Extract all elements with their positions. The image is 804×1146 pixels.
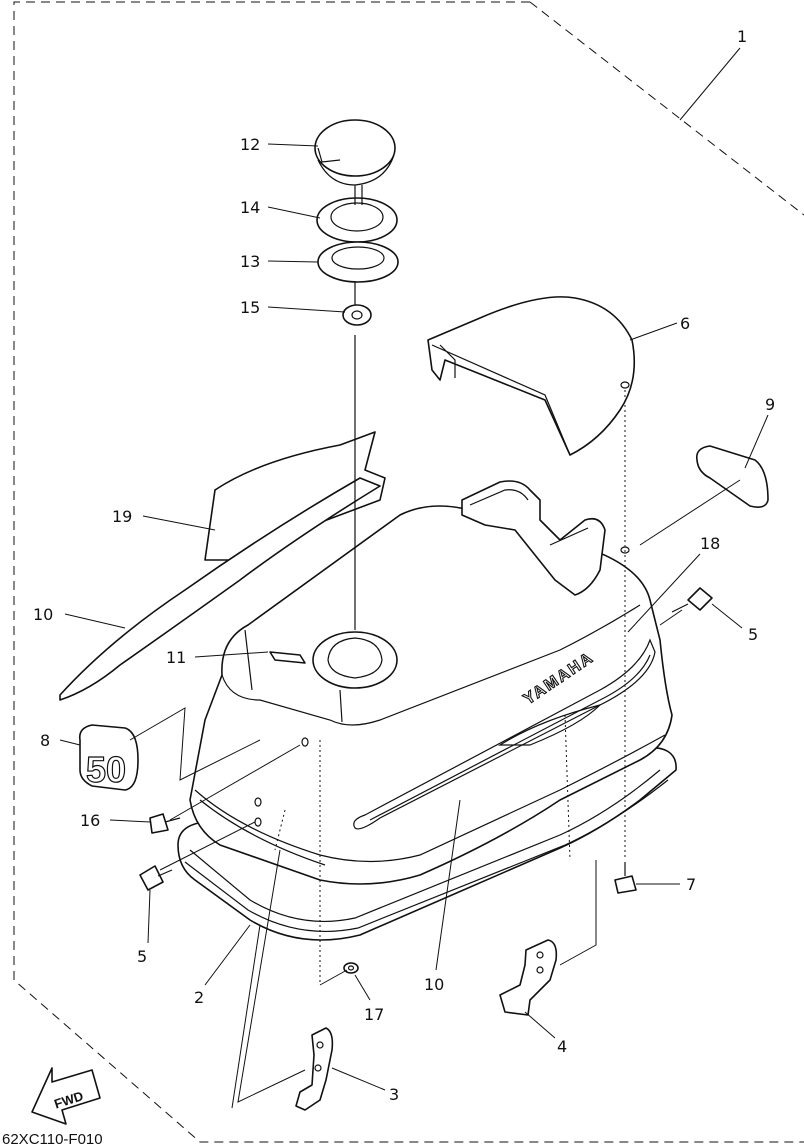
part-16-screw — [149, 813, 181, 834]
rear-intake — [461, 480, 606, 596]
callout-label: 3 — [389, 1085, 399, 1104]
callout-label: 13 — [240, 252, 260, 271]
callout-label: 7 — [686, 875, 696, 894]
callout-label: 12 — [240, 135, 260, 154]
leader-9 — [744, 414, 769, 469]
callout-label: 5 — [748, 625, 758, 644]
leader-15 — [267, 306, 346, 313]
part-5-screw-right — [671, 587, 713, 613]
callout-label: 17 — [364, 1005, 384, 1024]
part-14-cap-ring — [316, 185, 398, 243]
relation-line — [231, 924, 261, 1109]
part-7-bolt — [614, 862, 637, 894]
leader-8 — [59, 739, 81, 746]
part-11-label-plate — [269, 651, 306, 664]
fwd-arrow-icon: FWD — [31, 1067, 101, 1125]
leader-17 — [354, 974, 371, 1001]
callout-label: 9 — [765, 395, 775, 414]
leader-19 — [142, 515, 216, 531]
part-6-cover — [427, 296, 636, 456]
callout-label: 4 — [557, 1037, 567, 1056]
callout-label: 15 — [240, 298, 260, 317]
callout-label: 19 — [112, 507, 132, 526]
mount-hole — [301, 737, 309, 747]
leader-18 — [627, 553, 701, 633]
leader-5-right — [711, 603, 743, 629]
badge-number-text: 50 — [86, 749, 126, 790]
callout-label: 1 — [737, 27, 747, 46]
leader-10-upper — [64, 613, 126, 629]
leader-2 — [204, 924, 251, 986]
mount-hole — [254, 797, 262, 807]
callout-label: 10 — [424, 975, 444, 994]
callout-label: 8 — [40, 731, 50, 750]
part-8-model-badge: 50 — [78, 724, 139, 791]
callout-label: 16 — [80, 811, 100, 830]
relation-line — [559, 860, 597, 966]
callout-label: 14 — [240, 198, 260, 217]
part-4-bracket — [499, 939, 558, 1016]
leader-13 — [267, 260, 319, 263]
callout-label: 6 — [680, 314, 690, 333]
callout-label: 10 — [33, 605, 53, 624]
leader-14 — [267, 206, 321, 219]
top-cowling-body — [189, 505, 673, 885]
part-17-washer — [343, 962, 359, 974]
part-12-filler-cap — [314, 119, 396, 186]
part-10-stripe-decal-upper — [59, 477, 381, 701]
relation-line — [237, 849, 306, 1103]
leader-4 — [524, 1011, 556, 1039]
part-5-screw-left — [139, 865, 173, 891]
callout-label: 5 — [137, 947, 147, 966]
leader-5-right-b — [659, 609, 683, 626]
leader-5-left — [147, 889, 151, 944]
callout-label: 18 — [700, 534, 720, 553]
part-3-bracket — [295, 1027, 334, 1111]
assembly-boundary-diagonal — [529, 1, 804, 216]
relation-line — [169, 744, 301, 821]
leader-10-lower — [435, 799, 461, 971]
assembly-boundary — [13, 1, 804, 1143]
part-13-gasket — [317, 241, 399, 283]
leader-16 — [109, 819, 151, 823]
part-11-filler-grommet — [312, 631, 398, 689]
leader-3 — [331, 1067, 386, 1091]
leader-12 — [267, 143, 319, 147]
leader-6 — [629, 322, 678, 341]
alignment-line — [274, 809, 286, 851]
relation-line — [319, 969, 348, 986]
part-9-decal — [695, 445, 769, 508]
leader-11 — [194, 651, 269, 658]
leader-9b — [639, 479, 741, 546]
part-15-strap — [342, 282, 372, 326]
alignment-line — [564, 714, 571, 861]
badge-placement-line — [129, 707, 261, 781]
callout-label: 11 — [166, 648, 186, 667]
relation-line — [159, 821, 256, 871]
drawing-code: 62XC110-F010 — [2, 1131, 103, 1146]
callout-label: 2 — [194, 988, 204, 1007]
leader-1 — [679, 47, 741, 121]
